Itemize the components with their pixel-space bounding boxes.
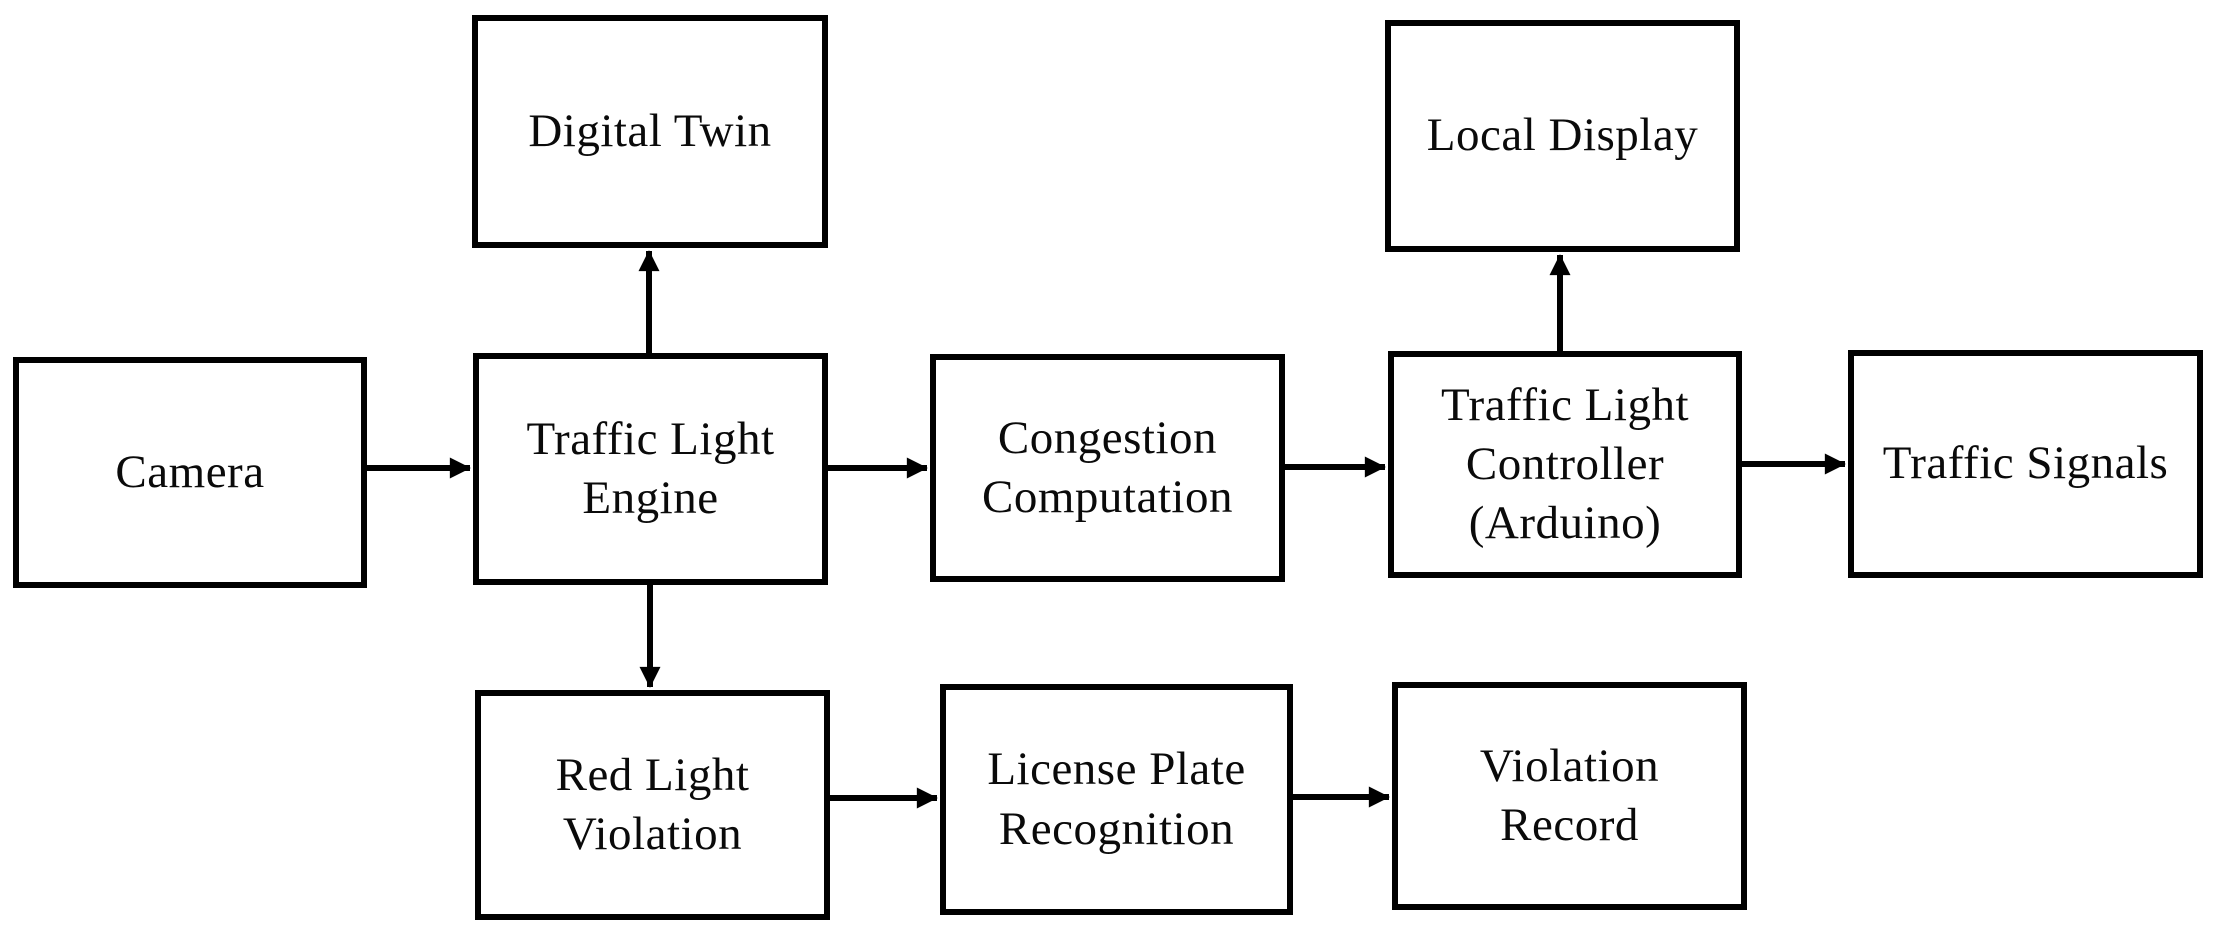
node-red-light-violation-label: Red Light Violation — [555, 748, 750, 860]
node-violation-record-label: Violation Record — [1479, 739, 1660, 851]
node-digital-twin: Digital Twin — [472, 15, 828, 248]
node-license-plate-recognition: License Plate Recognition — [940, 684, 1293, 915]
node-camera-label: Camera — [115, 445, 265, 498]
node-traffic-light-controller: Traffic Light Controller (Arduino) — [1388, 351, 1742, 578]
node-traffic-signals-label: Traffic Signals — [1882, 437, 2169, 490]
node-traffic-light-engine: Traffic Light Engine — [473, 353, 828, 585]
node-traffic-light-controller-label: Traffic Light Controller (Arduino) — [1440, 378, 1690, 550]
node-red-light-violation: Red Light Violation — [475, 690, 830, 920]
node-license-plate-recognition-label: License Plate Recognition — [987, 743, 1246, 855]
node-camera: Camera — [13, 357, 367, 588]
node-traffic-light-engine-label: Traffic Light Engine — [526, 412, 775, 524]
node-violation-record: Violation Record — [1392, 682, 1747, 910]
node-congestion-computation-label: Congestion Computation — [982, 411, 1233, 523]
node-traffic-signals: Traffic Signals — [1848, 350, 2203, 578]
node-local-display: Local Display — [1385, 20, 1740, 252]
node-local-display-label: Local Display — [1426, 109, 1699, 162]
node-digital-twin-label: Digital Twin — [528, 104, 772, 157]
node-congestion-computation: Congestion Computation — [930, 354, 1285, 582]
